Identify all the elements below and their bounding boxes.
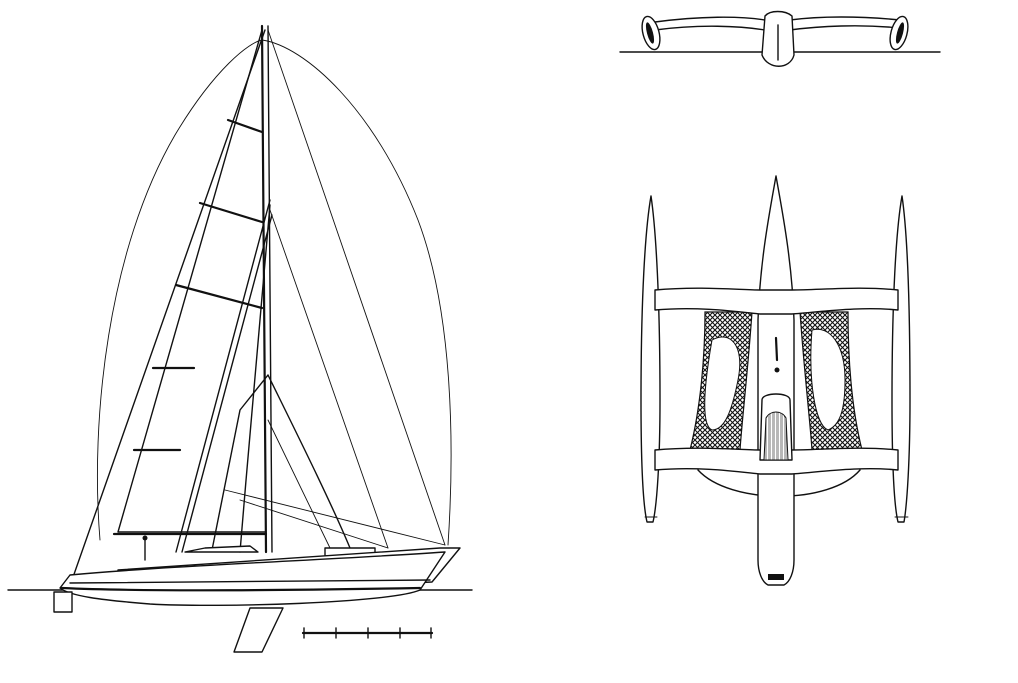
main-hull bbox=[59, 551, 446, 607]
forward-crossbeam bbox=[654, 287, 899, 315]
plan-view bbox=[640, 175, 911, 586]
forestay bbox=[71, 29, 266, 581]
spinnaker-sail bbox=[97, 39, 452, 546]
rigging-lines bbox=[224, 29, 446, 549]
cockpit bbox=[759, 336, 793, 461]
front-elevation-view bbox=[619, 10, 941, 67]
mainsail bbox=[112, 29, 268, 536]
rudder bbox=[53, 591, 73, 613]
staysail bbox=[211, 374, 351, 551]
aft-crossbeam bbox=[654, 447, 899, 475]
scale-bar bbox=[301, 627, 434, 639]
headsail bbox=[175, 199, 273, 553]
left-float bbox=[640, 195, 661, 523]
side-elevation-view bbox=[7, 24, 473, 653]
mast bbox=[260, 24, 273, 554]
plan-main-hull bbox=[757, 175, 795, 586]
right-float bbox=[891, 195, 911, 523]
daggerboard bbox=[233, 607, 284, 653]
